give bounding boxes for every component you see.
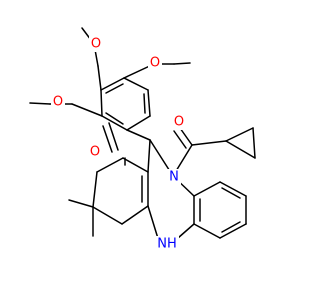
central-ring-bonds — [126, 129, 195, 246]
atom-label-o-amide: O — [174, 115, 184, 130]
benzo-ring — [193, 181, 247, 239]
atom-label-o-methoxy-top: O — [91, 37, 101, 52]
atom-labels: O O O O O N NH — [51, 36, 186, 254]
atom-label-n-amide: N — [169, 170, 179, 185]
atom-label-o-methoxy-left: O — [53, 95, 63, 110]
atom-label-n-amine: NH — [157, 237, 177, 252]
trimethoxyphenyl-ring — [100, 77, 151, 131]
atom-label-o-ketone: O — [90, 145, 100, 160]
molecule-structure-diagram: O O O O O N NH — [29, 27, 256, 254]
cyclohexenone-ring — [68, 122, 149, 237]
atom-label-o-methoxy-right: O — [150, 56, 160, 71]
cyclopropanecarbonyl-group — [172, 127, 256, 177]
